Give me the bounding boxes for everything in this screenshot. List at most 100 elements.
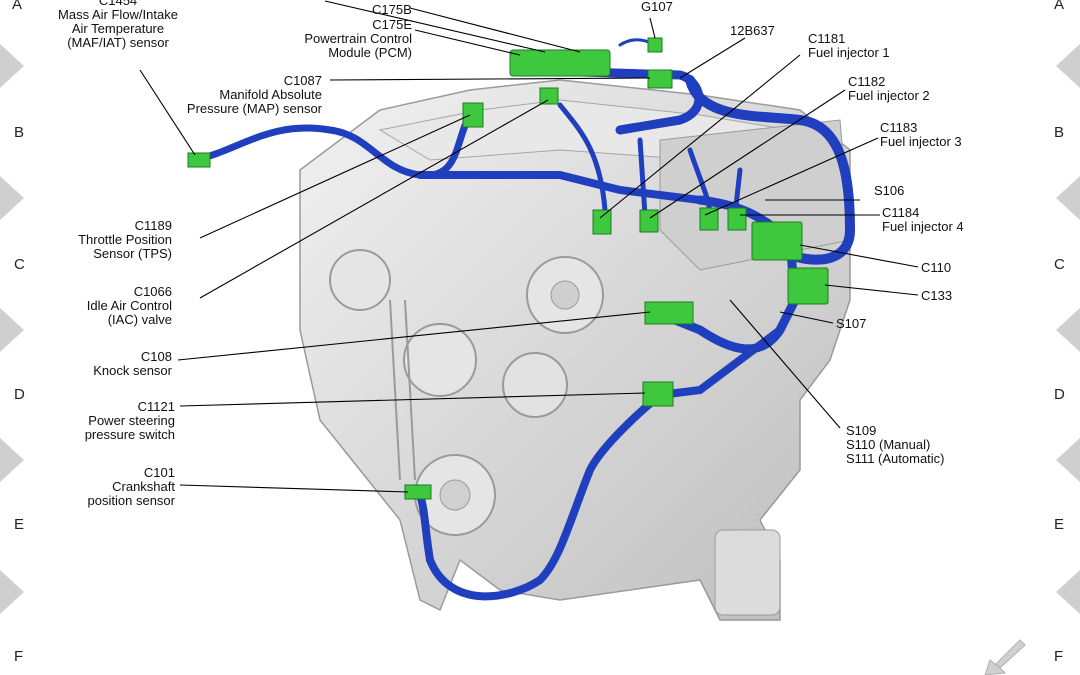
label-line: S110 (Manual) bbox=[846, 437, 931, 452]
label-line: Manifold Absolute bbox=[219, 87, 322, 102]
label-id: C101 bbox=[143, 465, 175, 480]
label-line: Fuel injector 2 bbox=[848, 88, 930, 103]
label-id: C175E bbox=[372, 17, 412, 32]
label-maf-sensor: C1454 Mass Air Flow/Intake Air Temperatu… bbox=[18, 0, 218, 50]
zone-letter-left-c: C bbox=[14, 256, 25, 273]
label-line: Power steering bbox=[88, 413, 175, 428]
label-crankshaft-sensor: C101 Crankshaft position sensor bbox=[20, 466, 175, 508]
zone-marker-left-5 bbox=[0, 570, 24, 614]
injector3-connector bbox=[699, 207, 719, 231]
label-line: (IAC) valve bbox=[107, 312, 172, 327]
label-knock-sensor: C108 Knock sensor bbox=[20, 350, 172, 378]
zone-letter-left-e: E bbox=[14, 516, 25, 533]
tps-connector bbox=[462, 102, 484, 128]
zone-marker-right-2 bbox=[1056, 176, 1080, 220]
zone-letter-right-a: A bbox=[1054, 0, 1065, 13]
label-pcm: C175E Powertrain Control Module (PCM) bbox=[250, 18, 412, 60]
maf-connector bbox=[187, 152, 211, 168]
label-s106: S106 bbox=[874, 184, 904, 198]
label-splices: S109 S110 (Manual) S111 (Automatic) bbox=[846, 424, 945, 466]
label-line: Sensor (TPS) bbox=[93, 246, 172, 261]
label-id: C133 bbox=[921, 288, 953, 303]
label-line: S109 bbox=[846, 423, 877, 438]
label-id: S107 bbox=[836, 316, 867, 331]
label-power-steering-switch: C1121 Power steering pressure switch bbox=[20, 400, 175, 442]
label-c133: C133 bbox=[921, 289, 952, 303]
g107-connector bbox=[647, 37, 663, 53]
label-c110: C110 bbox=[921, 261, 951, 275]
connectors bbox=[187, 37, 829, 500]
zone-letter-right-f: F bbox=[1054, 648, 1064, 665]
label-line: Crankshaft bbox=[112, 479, 175, 494]
label-c175b: C175B bbox=[372, 3, 412, 17]
zone-marker-right-5 bbox=[1056, 570, 1080, 614]
label-line: Module (PCM) bbox=[328, 45, 412, 60]
zone-letter-left-f: F bbox=[14, 648, 24, 665]
label-id: C1181 bbox=[808, 31, 846, 46]
zone-marker-right-3 bbox=[1056, 308, 1080, 352]
label-line: Air Temperature bbox=[71, 21, 165, 36]
label-s107: S107 bbox=[836, 317, 866, 331]
label-id: C1182 bbox=[848, 74, 886, 89]
zone-letter-left-d: D bbox=[14, 386, 25, 403]
label-id: G107 bbox=[641, 0, 673, 14]
injector1-connector bbox=[592, 209, 612, 235]
label-id: C1121 bbox=[137, 399, 175, 414]
c110-connector bbox=[751, 221, 803, 261]
zone-marker-left-3 bbox=[0, 308, 24, 352]
label-id: C110 bbox=[921, 260, 952, 275]
label-id: C1454 bbox=[98, 0, 138, 8]
zone-marker-right-1 bbox=[1056, 44, 1080, 88]
label-id: C1184 bbox=[882, 205, 920, 220]
label-12b637: 12B637 bbox=[730, 24, 775, 38]
label-line: Fuel injector 3 bbox=[880, 134, 962, 149]
label-id: C175B bbox=[372, 2, 412, 17]
injector4-connector bbox=[727, 207, 747, 231]
label-iac-valve: C1066 Idle Air Control (IAC) valve bbox=[20, 285, 172, 327]
label-id: C1183 bbox=[880, 120, 918, 135]
label-id: C1189 bbox=[134, 218, 172, 233]
label-line: Pressure (MAP) sensor bbox=[186, 101, 322, 116]
pcm-connector bbox=[509, 49, 611, 77]
injector2-connector bbox=[639, 209, 659, 233]
zone-letter-left-b: B bbox=[14, 124, 25, 141]
label-id: C108 bbox=[140, 349, 172, 364]
label-g107: G107 bbox=[641, 0, 673, 14]
label-fuel-injector-2: C1182 Fuel injector 2 bbox=[848, 75, 930, 103]
label-line: Fuel injector 4 bbox=[882, 219, 964, 234]
label-line: (MAF/IAT) sensor bbox=[67, 35, 169, 50]
ckp-connector bbox=[404, 484, 432, 500]
psps-connector bbox=[642, 381, 674, 407]
zone-letter-right-b: B bbox=[1054, 124, 1065, 141]
zone-marker-left-4 bbox=[0, 438, 24, 482]
label-map-sensor: C1087 Manifold Absolute Pressure (MAP) s… bbox=[160, 74, 322, 116]
zone-letter-right-e: E bbox=[1054, 516, 1065, 533]
zone-marker-right-4 bbox=[1056, 438, 1080, 482]
c133-connector bbox=[787, 267, 829, 305]
map-connector bbox=[539, 87, 559, 105]
label-fuel-injector-1: C1181 Fuel injector 1 bbox=[808, 32, 890, 60]
label-line: position sensor bbox=[87, 493, 175, 508]
label-id: 12B637 bbox=[730, 23, 775, 38]
label-id: C1066 bbox=[133, 284, 172, 299]
zone-marker-left-2 bbox=[0, 176, 24, 220]
b637-connector bbox=[647, 69, 673, 89]
label-line: Knock sensor bbox=[93, 363, 172, 378]
label-line: pressure switch bbox=[84, 427, 175, 442]
label-line: S111 (Automatic) bbox=[846, 451, 945, 466]
leader-lines bbox=[139, 0, 919, 493]
label-line: Idle Air Control bbox=[86, 298, 172, 313]
zone-letter-left-a: A bbox=[12, 0, 23, 13]
label-line: Powertrain Control bbox=[304, 31, 412, 46]
zone-letter-right-c: C bbox=[1054, 256, 1065, 273]
label-id: S106 bbox=[874, 183, 905, 198]
label-tps: C1189 Throttle Position Sensor (TPS) bbox=[20, 219, 172, 261]
label-fuel-injector-3: C1183 Fuel injector 3 bbox=[880, 121, 962, 149]
label-line: Mass Air Flow/Intake bbox=[58, 7, 178, 22]
label-line: Fuel injector 1 bbox=[808, 45, 890, 60]
label-line: Throttle Position bbox=[78, 232, 172, 247]
label-fuel-injector-4: C1184 Fuel injector 4 bbox=[882, 206, 964, 234]
corner-arrow-icon bbox=[984, 639, 1026, 675]
